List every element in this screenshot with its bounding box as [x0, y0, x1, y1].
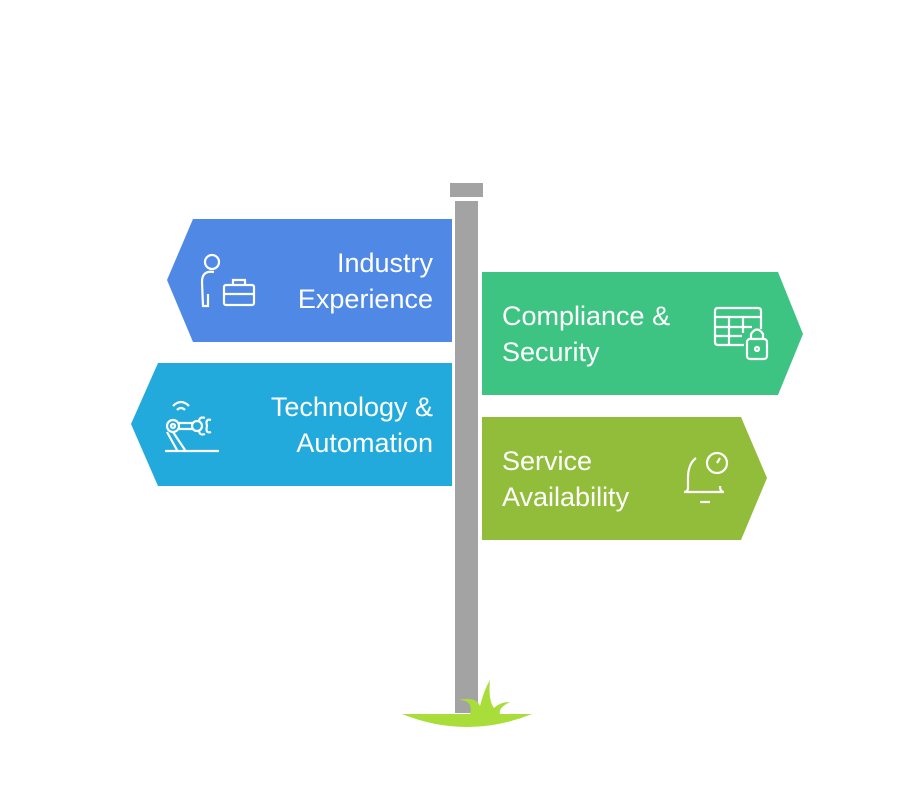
- grass: [402, 680, 532, 727]
- sign-label-service: Service Availability: [502, 443, 702, 515]
- sign-label-compliance: Compliance & Security: [502, 298, 702, 370]
- pole-cap: [450, 183, 483, 197]
- sign-label-industry: Industry Experience: [240, 245, 433, 317]
- label-line: Security: [502, 337, 600, 367]
- table-lock-icon: [713, 306, 769, 361]
- label-line: Automation: [296, 428, 433, 458]
- robot-arm-icon: [165, 400, 219, 453]
- label-line: Industry: [336, 248, 433, 278]
- label-line: Availability: [502, 482, 630, 512]
- pole: [455, 201, 478, 713]
- label-line: Experience: [297, 284, 433, 314]
- sign-compliance-security: [482, 272, 803, 395]
- sign-service-availability: [482, 417, 767, 540]
- label-line: Service: [502, 446, 593, 476]
- label-line: Technology &: [270, 392, 433, 422]
- bell-clock-icon: [683, 451, 729, 504]
- label-line: Compliance &: [502, 301, 671, 331]
- person-briefcase-icon: [200, 253, 256, 308]
- sign-industry-experience: [167, 219, 452, 342]
- sign-technology-automation: [131, 363, 452, 486]
- sign-label-technology: Technology & Automation: [200, 389, 433, 461]
